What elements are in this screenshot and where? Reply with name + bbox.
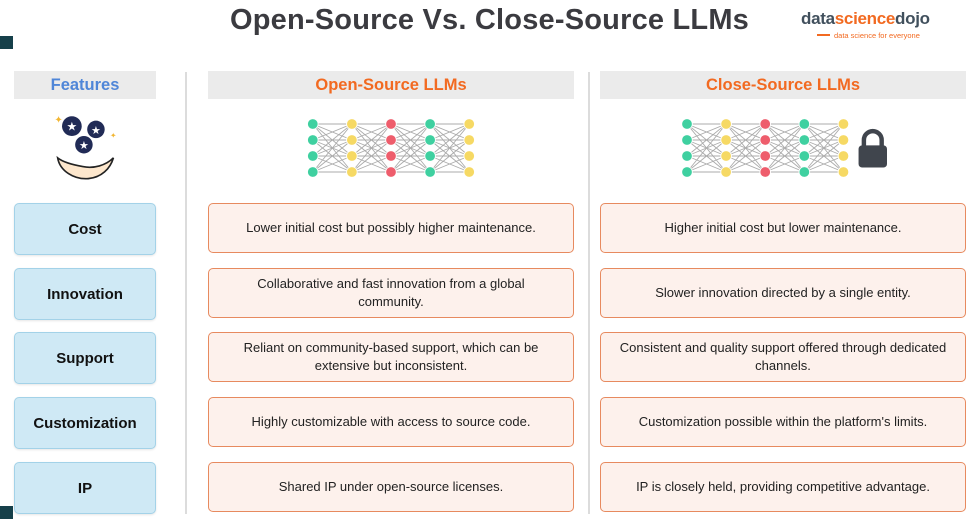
close-source-header: Close-Source LLMs bbox=[600, 71, 966, 99]
open-source-row: Highly customizable with access to sourc… bbox=[208, 397, 574, 447]
svg-text:✦: ✦ bbox=[54, 115, 62, 126]
svg-text:★: ★ bbox=[66, 120, 77, 134]
column-divider bbox=[588, 72, 590, 514]
open-source-header: Open-Source LLMs bbox=[208, 71, 574, 99]
feature-item: Customization bbox=[14, 397, 156, 449]
corner-accent bbox=[0, 36, 13, 49]
close-network-wrap bbox=[600, 100, 966, 196]
close-source-row: Higher initial cost but lower maintenanc… bbox=[600, 203, 966, 253]
features-header: Features bbox=[14, 71, 156, 99]
feature-item: Cost bbox=[14, 203, 156, 255]
close-source-row: Consistent and quality support offered t… bbox=[600, 332, 966, 382]
close-source-row: IP is closely held, providing competitiv… bbox=[600, 462, 966, 512]
feature-item: IP bbox=[14, 462, 156, 514]
logo-tagline: data science for everyone bbox=[801, 31, 971, 40]
open-source-row: Shared IP under open-source licenses. bbox=[208, 462, 574, 512]
open-source-row: Collaborative and fast innovation from a… bbox=[208, 268, 574, 318]
svg-text:★: ★ bbox=[79, 140, 89, 152]
neural-network-icon bbox=[307, 118, 475, 178]
column-divider bbox=[185, 72, 187, 514]
open-source-column: Open-Source LLMs Lower initial cost but … bbox=[208, 0, 574, 523]
close-source-row: Customization possible within the platfo… bbox=[600, 397, 966, 447]
neural-network-locked-icon bbox=[681, 118, 887, 178]
page-title: Open-Source Vs. Close-Source LLMs bbox=[229, 4, 750, 36]
tagline-dash-icon bbox=[817, 34, 830, 37]
svg-text:★: ★ bbox=[91, 125, 101, 137]
close-source-row: Slower innovation directed by a single e… bbox=[600, 268, 966, 318]
feature-icon-wrap: ✦ ✦ ★ ★ ★ bbox=[14, 100, 156, 196]
close-source-column: Close-Source LLMs Higher initial cost bu… bbox=[600, 0, 966, 523]
hand-with-stars-icon: ✦ ✦ ★ ★ ★ bbox=[54, 115, 117, 180]
logo: datasciencedojo data science for everyon… bbox=[801, 9, 971, 40]
open-network-wrap bbox=[208, 100, 574, 196]
features-column: Features ✦ ✦ ★ ★ ★ Cost Innovation Suppo… bbox=[14, 0, 156, 523]
feature-item: Support bbox=[14, 332, 156, 384]
corner-accent bbox=[0, 506, 13, 519]
open-source-row: Reliant on community-based support, whic… bbox=[208, 332, 574, 382]
open-source-row: Lower initial cost but possibly higher m… bbox=[208, 203, 574, 253]
feature-item: Innovation bbox=[14, 268, 156, 320]
logo-text: datasciencedojo bbox=[801, 9, 930, 28]
svg-text:✦: ✦ bbox=[110, 131, 117, 140]
